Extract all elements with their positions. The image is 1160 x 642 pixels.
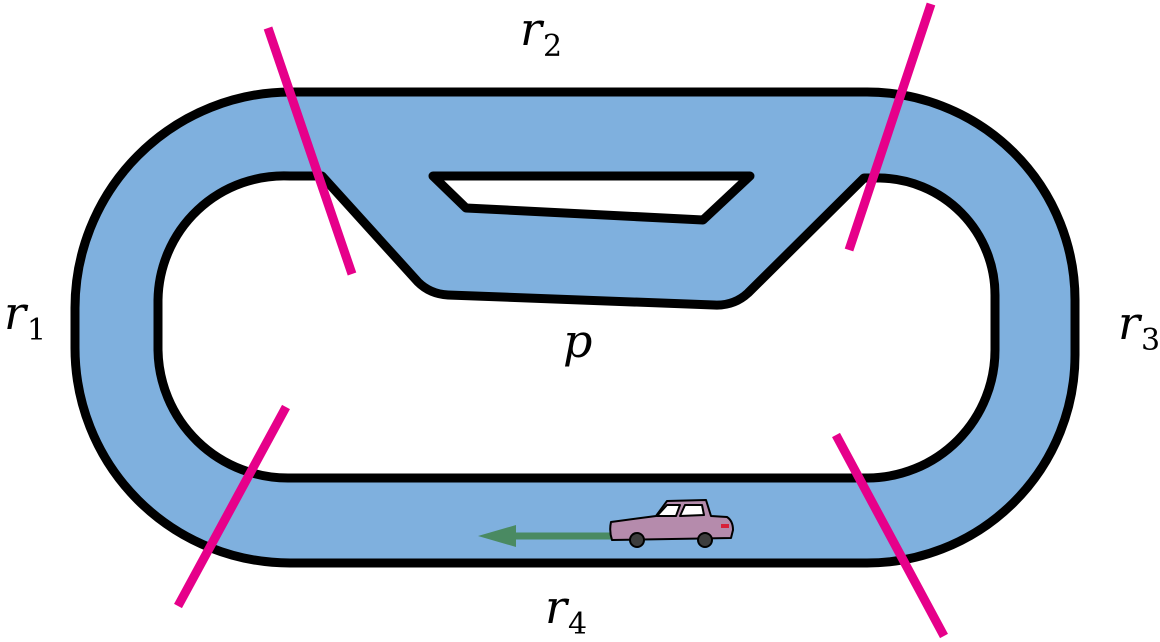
track: [70, 87, 1080, 568]
label-r1: r1: [4, 286, 47, 348]
boundary-line-r1-r2: [263, 26, 357, 276]
label-p: p: [563, 314, 593, 368]
label-r2: r2: [520, 2, 563, 64]
boundary-line-r2-r3: [844, 2, 936, 252]
car-icon: [609, 499, 734, 548]
infield-island: [428, 171, 755, 225]
arrow-left-icon: [478, 525, 612, 547]
label-r3: r3: [1118, 296, 1160, 358]
boundary-line-r1-r4: [174, 404, 290, 609]
label-r4: r4: [545, 580, 588, 642]
boundary-line-r3-r4: [832, 432, 948, 639]
